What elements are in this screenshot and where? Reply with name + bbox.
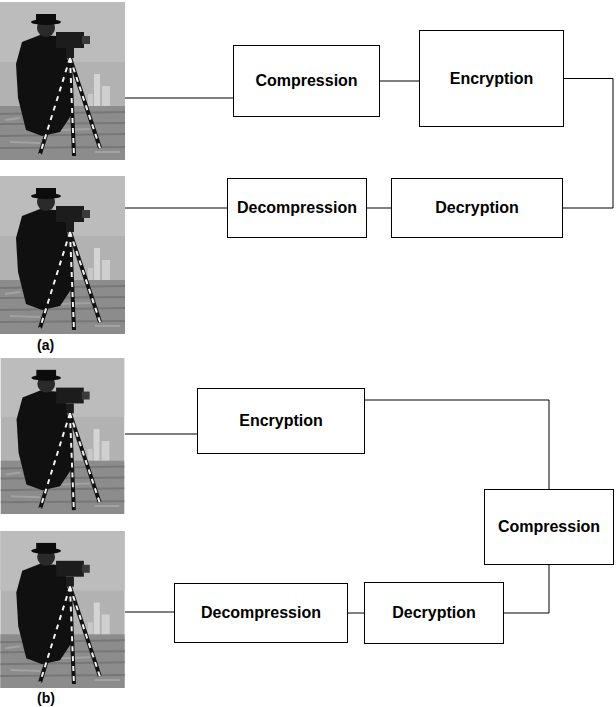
panel-label: (a) — [37, 337, 54, 353]
connector-line — [367, 208, 391, 209]
process-box: Decryption — [391, 178, 563, 238]
photo — [1, 358, 124, 514]
link-line — [125, 98, 233, 99]
process-box: Decompression — [227, 178, 367, 238]
link-line — [125, 208, 227, 209]
box-label: Decompression — [237, 199, 357, 217]
photo — [0, 2, 125, 160]
process-box: Encryption — [197, 388, 365, 454]
link-line — [125, 612, 174, 613]
link-line — [125, 434, 197, 435]
connector-line — [348, 613, 364, 614]
photo — [0, 176, 125, 334]
connector-line — [504, 565, 549, 613]
box-label: Decryption — [435, 199, 519, 217]
box-label: Decompression — [201, 604, 321, 622]
box-label: Encryption — [450, 70, 534, 88]
panel-label: (b) — [37, 690, 55, 706]
photo — [0, 531, 124, 688]
box-label: Decryption — [392, 604, 476, 622]
process-box: Decompression — [174, 583, 348, 643]
process-box: Decryption — [364, 582, 504, 644]
connector-line — [563, 79, 613, 209]
connector-line — [380, 81, 419, 82]
box-label: Compression — [255, 72, 357, 90]
process-box: Encryption — [419, 30, 564, 127]
process-box: Compression — [233, 45, 380, 117]
box-label: Encryption — [239, 412, 323, 430]
connector-line — [365, 400, 549, 489]
box-label: Compression — [498, 518, 600, 536]
process-box: Compression — [484, 489, 614, 565]
